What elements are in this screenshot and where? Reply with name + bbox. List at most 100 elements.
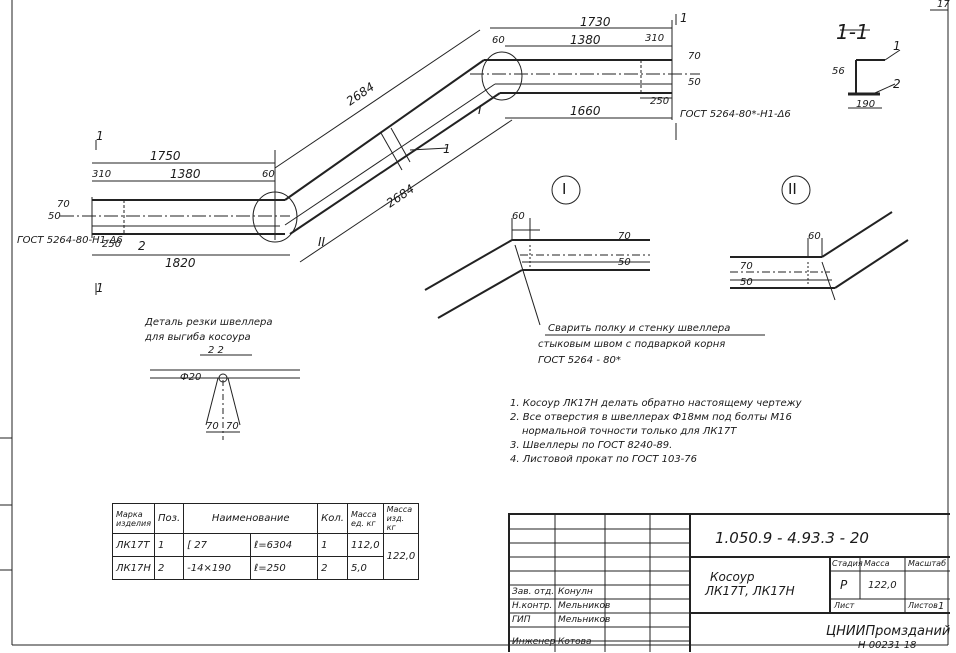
spec-cell: [ 27 <box>183 533 252 557</box>
name-4: Котова <box>558 637 592 647</box>
sheets-value: 1 <box>938 601 945 612</box>
role-2: Н.контр. <box>512 601 553 611</box>
detail-I-60: 60 <box>512 211 525 222</box>
inventory-number: Н 00231 18 <box>858 640 917 651</box>
dim-1820: 1820 <box>165 256 196 270</box>
dim-310-left: 310 <box>92 169 112 180</box>
mass-header: Масса <box>864 559 890 568</box>
note-3: 3. Швеллеры по ГОСТ 8240-89. <box>510 440 673 451</box>
section-marker-2: 2 <box>893 77 901 91</box>
dim-50-top: 50 <box>688 77 701 88</box>
table-row: ЛК17Н 2 -14×190 ℓ=250 2 5,0 <box>111 556 419 580</box>
note-2: 2. Все отверстия в швеллерах Ф18мм под б… <box>510 412 792 423</box>
general-notes: 1. Косоур ЛК17Н делать обратно настоящем… <box>510 398 802 468</box>
dim-70-top: 70 <box>688 51 701 62</box>
node-ref-II: II <box>318 235 326 249</box>
weld-note-2: стыковым швом с подваркой корня <box>538 339 726 350</box>
name-3: Мельников <box>558 615 611 625</box>
detail-II-50: 50 <box>740 277 753 288</box>
spec-cell: ℓ=250 <box>250 556 319 580</box>
spec-cell: 112,0 <box>346 533 384 557</box>
cut-section: 2 2 <box>208 345 224 356</box>
doc-title-2: ЛК17Т, ЛК17Н <box>705 584 795 598</box>
spec-cell: ЛК17Т <box>111 533 156 557</box>
spec-cell-total: 122,0 <box>382 533 420 580</box>
cut-dim-b: 70 <box>226 421 239 432</box>
section-marker-1: 1 <box>893 39 901 53</box>
position-1: 1 <box>443 142 451 156</box>
cut-1-right: 1 <box>680 11 688 25</box>
detail-II-60: 60 <box>808 231 821 242</box>
sheet-header: Лист <box>834 601 855 610</box>
detail-II-70: 70 <box>740 261 753 272</box>
cut-hole: Ф20 <box>180 372 202 383</box>
gost-left: ГОСТ 5264-80-Н1-Δ6 <box>17 235 123 246</box>
dim-310-top: 310 <box>645 33 665 44</box>
section-dim-190: 190 <box>856 99 876 110</box>
spec-cell: 5,0 <box>346 556 384 580</box>
spec-cell: -14×190 <box>183 556 252 580</box>
position-2: 2 <box>138 239 146 253</box>
stage-header: Стадия <box>832 559 863 568</box>
specification-table: Марка изделия Поз. Наименование Кол. Мас… <box>111 503 420 580</box>
spec-h-name: Наименование <box>183 503 319 534</box>
section-label: 1-1 <box>836 20 869 44</box>
title-block: 1.050.9 - 4.93.3 - 20 Косоур ЛК17Т, ЛК17… <box>508 513 950 652</box>
weld-note-3: ГОСТ 5264 - 80* <box>538 355 621 366</box>
spec-h-qty: Кол. <box>317 503 348 534</box>
dim-250-top: 250 <box>650 96 670 107</box>
note-1: 1. Косоур ЛК17Н делать обратно настоящем… <box>510 398 802 409</box>
name-2: Мельников <box>558 601 611 611</box>
spec-cell: 2 <box>317 556 348 580</box>
mass-value: 122,0 <box>868 580 897 591</box>
cut-1-bottom: 1 <box>96 281 104 295</box>
spec-cell: 1 <box>317 533 348 557</box>
spec-h-item-mass: Масса изд. кг <box>382 503 420 534</box>
detail-I-70: 70 <box>618 231 631 242</box>
dim-1750: 1750 <box>150 149 181 163</box>
dim-50-left: 50 <box>48 211 61 222</box>
dim-1380-left: 1380 <box>170 167 201 181</box>
dim-1730: 1730 <box>580 15 611 29</box>
spec-h-unit-mass: Масса ед. кг <box>346 503 384 534</box>
detail-I-50: 50 <box>618 257 631 268</box>
gost-top: ГОСТ 5264-80*-Н1-Δ6 <box>680 109 791 120</box>
note-2b: нормальной точности только для ЛК17Т <box>522 426 737 437</box>
role-4: Инженер <box>512 637 556 647</box>
role-3: ГИП <box>512 615 531 625</box>
spec-h-mark: Марка изделия <box>111 503 156 534</box>
spec-h-pos: Поз. <box>154 503 185 534</box>
section-dim-56: 56 <box>832 66 845 77</box>
spec-cell: 2 <box>154 556 185 580</box>
spec-cell: 1 <box>154 533 185 557</box>
role-1: Зав. отд. <box>512 587 555 597</box>
doc-title-1: Косоур <box>710 570 755 584</box>
cut-title-2: для выгиба косоура <box>145 332 251 343</box>
cut-1-top: 1 <box>96 129 104 143</box>
spec-cell: ℓ=6304 <box>250 533 319 557</box>
weld-note-1: Сварить полку и стенку швеллера <box>548 323 731 334</box>
stage-value: Р <box>840 578 848 592</box>
organization: ЦНИИПромзданий <box>826 624 951 639</box>
dim-60-left: 60 <box>262 169 275 180</box>
scale-header: Масштаб <box>908 559 947 568</box>
table-row: ЛК17Т 1 [ 27 ℓ=6304 1 112,0 122,0 <box>111 533 420 580</box>
spec-cell: ЛК17Н <box>111 556 156 580</box>
note-4: 4. Листовой прокат по ГОСТ 103-76 <box>510 454 698 465</box>
name-1: Конулн <box>558 587 593 597</box>
title-block-grid <box>510 515 950 652</box>
sheets-header: Листов <box>908 601 938 610</box>
dim-1380-top: 1380 <box>570 33 601 47</box>
page-number: 17 <box>937 0 950 10</box>
dim-60-top: 60 <box>492 35 505 46</box>
cut-dim-a: 70 <box>206 421 219 432</box>
spec-header-row: Марка изделия Поз. Наименование Кол. Мас… <box>111 503 420 534</box>
cut-title-1: Деталь резки швеллера <box>145 317 273 328</box>
dim-1660: 1660 <box>570 104 601 118</box>
detail-I-label: I <box>562 180 567 198</box>
doc-code: 1.050.9 - 4.93.3 - 20 <box>715 529 869 547</box>
dim-250-left: 250 <box>102 239 122 250</box>
detail-II-label: II <box>788 180 797 198</box>
